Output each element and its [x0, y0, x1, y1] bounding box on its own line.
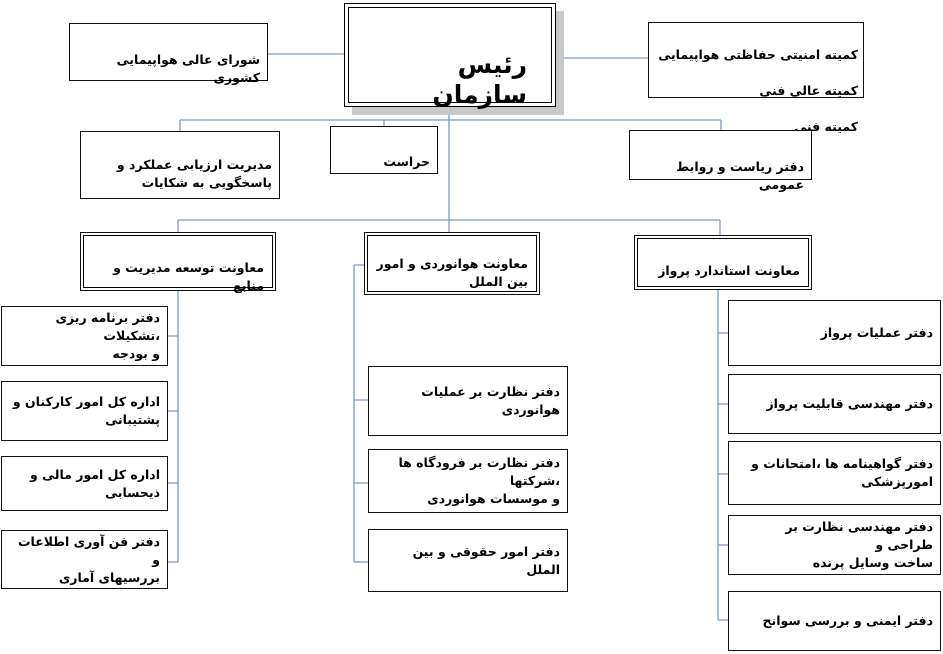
head-box: رئیس سازمان — [344, 3, 556, 109]
committees-box: کمیته امنیتی حفاظتی هواپیمایی کمیته عالی… — [648, 22, 864, 134]
head-title: رئیس سازمان — [432, 50, 527, 109]
office-legal-international: دفتر امور حقوقی و بین الملل — [368, 529, 568, 592]
office-label: دفتر مهندسی نظارت بر طراحی و ساخت وسایل … — [785, 519, 933, 570]
office-safety-investigation: دفتر ایمنی و بررسی سوانح — [728, 591, 941, 651]
council-box: شورای عالی هواپیمایی کشوری — [69, 23, 268, 85]
committee-item: کمیته امنیتی حفاظتی هواپیمایی — [658, 47, 858, 62]
office-personnel: اداره کل امور کارکنان و پشتیبانی — [1, 381, 168, 441]
office-label: دفتر عملیات پرواز — [820, 325, 933, 340]
office-label: اداره کل امور مالی و ذیحسابی — [30, 466, 160, 500]
office-finance: اداره کل امور مالی و ذیحسابی — [1, 456, 168, 511]
office-label: دفتر گواهینامه ها ،امتحانات و امورپزشکی — [751, 456, 933, 489]
office-licensing-medical: دفتر گواهینامه ها ،امتحانات و امورپزشکی — [728, 441, 941, 505]
office-label: دفتر مهندسی قابلیت پرواز — [766, 396, 933, 411]
office-design-oversight: دفتر مهندسی نظارت بر طراحی و ساخت وسایل … — [728, 515, 941, 575]
deputy-label: معاونت هوانوردی و امور بین الملل — [376, 256, 528, 289]
office-label: دفتر امور حقوقی و بین الملل — [412, 543, 560, 577]
staff-unit-label: دفتر ریاست و روابط عمومی — [676, 159, 804, 192]
office-label: دفتر نظارت بر فرودگاه ها ،شرکتها و موسسا… — [398, 455, 560, 506]
office-airports-companies: دفتر نظارت بر فرودگاه ها ،شرکتها و موسسا… — [368, 449, 568, 513]
deputy-label: معاونت استاندارد پرواز — [658, 263, 800, 278]
council-label: شورای عالی هواپیمایی کشوری — [116, 52, 260, 85]
staff-unit-label: حراست — [383, 154, 430, 169]
office-airworthiness: دفتر مهندسی قابلیت پرواز — [728, 374, 941, 434]
office-flight-operations: دفتر عملیات پرواز — [728, 300, 941, 366]
staff-unit-performance: مدیریت ارزیابی عملکرد و پاسخگویی به شکای… — [80, 131, 280, 199]
office-label: دفتر نظارت بر عملیات هوانوردی — [421, 384, 560, 417]
office-label: دفتر برنامه ریزی ،تشکیلات و بودجه — [55, 310, 160, 361]
office-label: دفتر فن آوری اطلاعات و بررسیهای آماری — [17, 533, 160, 585]
office-it-statistics: دفتر فن آوری اطلاعات و بررسیهای آماری — [1, 530, 168, 589]
deputy-label: معاونت توسعه مدیریت و منابع — [113, 260, 264, 293]
deputy-aviation-box: معاونت هوانوردی و امور بین الملل — [364, 232, 540, 295]
deputy-flight-standards-box: معاونت استاندارد پرواز — [634, 235, 812, 290]
office-budget: دفتر برنامه ریزی ،تشکیلات و بودجه — [1, 306, 168, 366]
committee-item: کمیته عالی فنی — [759, 83, 858, 98]
deputy-management-box: معاونت توسعه مدیریت و منابع — [80, 232, 276, 293]
office-label: اداره کل امور کارکنان و پشتیبانی — [12, 394, 160, 427]
staff-unit-security: حراست — [330, 126, 438, 174]
staff-unit-label: مدیریت ارزیابی عملکرد و پاسخگویی به شکای… — [116, 157, 272, 190]
staff-unit-public-relations: دفتر ریاست و روابط عمومی — [629, 130, 812, 192]
office-aviation-operations: دفتر نظارت بر عملیات هوانوردی — [368, 366, 568, 436]
office-label: دفتر ایمنی و بررسی سوانح — [762, 613, 933, 628]
